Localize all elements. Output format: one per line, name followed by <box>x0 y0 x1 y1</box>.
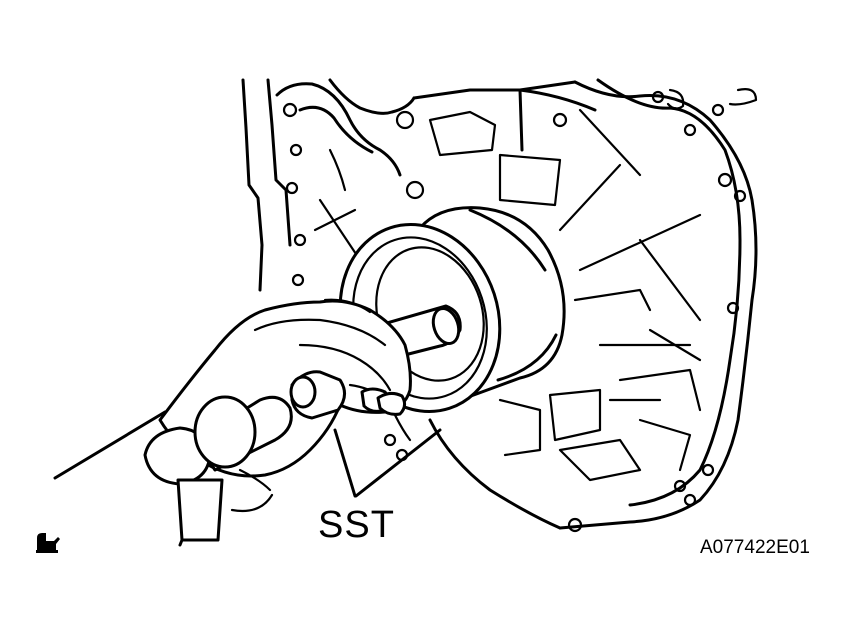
hammer <box>143 370 346 547</box>
leader-lines <box>53 410 442 498</box>
transaxle-housing <box>241 78 758 533</box>
figure-code: A077422E01 <box>700 537 810 558</box>
sst-label: SST <box>318 504 395 546</box>
hand-hammer-symbol-icon <box>36 533 60 553</box>
